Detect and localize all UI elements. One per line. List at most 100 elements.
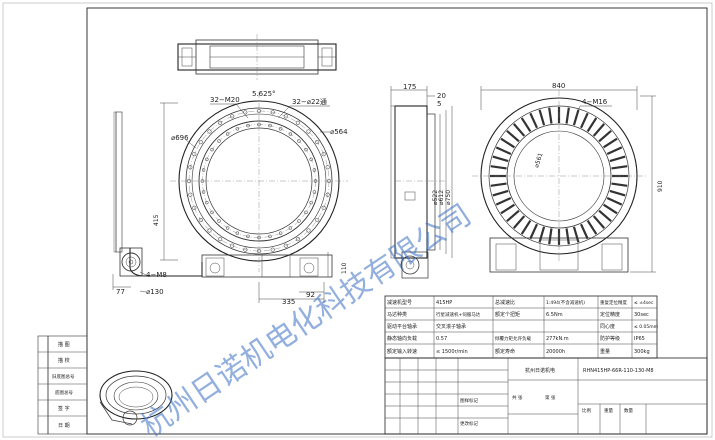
spec-r2-v3: ≤ 0.05mm xyxy=(634,324,658,330)
dim-5: 5 xyxy=(437,100,441,108)
spec-r1-v3: 30sec xyxy=(634,312,649,318)
outer-bolt-hole xyxy=(207,129,212,134)
spec-r0-l3: 重复定位精度 xyxy=(600,299,627,306)
ring-tooth xyxy=(611,182,628,187)
ring-tooth xyxy=(520,117,532,133)
ring-tooth xyxy=(490,182,507,187)
inner-bolt-hole xyxy=(278,231,283,235)
inner-bolt-hole xyxy=(288,132,293,136)
dim-4-m16: 4−M16 xyxy=(582,98,608,106)
inner-bolt-hole xyxy=(268,234,272,239)
side-view: 175 20 5 ⌀522 ⌀612 ⌀750 xyxy=(390,83,453,279)
ring-tooth xyxy=(572,226,580,243)
inner-bolt-hole xyxy=(225,226,230,230)
spec-r4-v2: 20000h xyxy=(546,349,565,355)
spec-r3-v2: 277kN.m xyxy=(546,336,569,342)
inner-bolt-hole xyxy=(297,139,301,143)
tb-label-5: 图样标记 xyxy=(460,397,478,404)
outer-bolt-hole xyxy=(306,228,311,233)
tb-label-0: 共 张 xyxy=(512,394,523,401)
inner-bolt-hole xyxy=(235,127,240,131)
spec-r3-v3: IP65 xyxy=(634,336,645,342)
tb-label-1: 第 张 xyxy=(545,394,556,401)
spec-r1-l2: 额定个扭矩 xyxy=(495,311,520,318)
ring-tooth xyxy=(490,165,507,170)
dim-415: 415 xyxy=(153,214,160,226)
outer-bolt-hole xyxy=(188,165,193,170)
spec-r0-v1: 415HP xyxy=(436,300,452,306)
ring-tooth xyxy=(609,155,626,163)
outer-bolt-hole xyxy=(243,110,248,115)
spec-r3-l2: 倾覆力矩允许负载 xyxy=(495,335,531,342)
ring-tooth xyxy=(529,223,538,240)
spec-r2-l1: 驱动平台轴承 xyxy=(387,323,417,330)
ring-tooth xyxy=(548,228,553,245)
ring-tooth xyxy=(495,146,512,155)
ring-tooth xyxy=(538,109,546,126)
inner-bolt-hole xyxy=(288,226,293,230)
spec-r4-l1: 额定输入转速 xyxy=(387,348,417,355)
outer-bolt-hole xyxy=(325,192,330,197)
inner-bolt-hole xyxy=(201,190,206,194)
spec-r1-v2: 6.5Nm xyxy=(546,312,563,318)
spec-r2-v1: 交叉滚子轴承 xyxy=(436,323,466,330)
dim-77: 77 xyxy=(116,288,125,296)
inner-bolt-hole xyxy=(278,127,283,131)
ring-tooth xyxy=(538,226,546,243)
outer-bolt-hole xyxy=(198,217,203,222)
outer-bolt-hole xyxy=(218,120,223,125)
spec-r1-l1: 马达种类 xyxy=(387,311,407,318)
outer-bolt-hole xyxy=(315,140,320,145)
dim-92: 92 xyxy=(306,291,315,299)
dim-32-d22: 32−⌀22通 xyxy=(292,97,327,106)
inner-bolt-hole xyxy=(297,219,301,223)
inner-bolt-hole xyxy=(268,123,272,128)
inner-bolt-hole xyxy=(205,157,209,162)
ring-tooth xyxy=(586,219,598,235)
ring-tooth xyxy=(565,228,570,245)
outer-bolt-hole xyxy=(325,165,330,170)
ring-tooth xyxy=(609,189,626,197)
spec-r0-v3: ≤ ±4sec xyxy=(634,300,654,306)
dim-d522: ⌀522 xyxy=(432,190,439,205)
dim-d130: ⌀130 xyxy=(146,288,164,296)
spec-r4-l2: 额定寿命 xyxy=(495,348,515,355)
dim-angle: 5.625° xyxy=(252,90,276,98)
ring-tooth xyxy=(602,203,618,215)
title-block: 杭州日诺机电 RHN415HP-66R-110-130-M8 共 张 第 张 比… xyxy=(384,357,708,435)
dim-20: 20 xyxy=(437,92,446,100)
outer-bolt-hole xyxy=(270,110,275,115)
inner-bolt-hole xyxy=(210,147,214,152)
tb-company-stamp: 杭州日诺机电 xyxy=(525,367,555,374)
ring-tooth xyxy=(602,137,618,149)
watermark-text: 杭州日诺机电化科技有限公司 xyxy=(135,198,478,440)
outer-bolt-hole xyxy=(321,152,326,157)
ring-tooth xyxy=(611,165,628,170)
ring-tooth xyxy=(580,223,589,240)
outer-bolt-hole xyxy=(315,217,320,222)
ring-tooth xyxy=(598,129,612,143)
outer-bolt-hole xyxy=(192,205,197,210)
lt-label-1: 描 校 xyxy=(58,357,70,364)
ring-tooth xyxy=(592,215,606,229)
outer-bolt-hole xyxy=(198,140,203,145)
spec-r3-l1: 静态轴向负载 xyxy=(387,335,417,342)
spec-r1-v1: 行星减速机+伺服马达 xyxy=(436,311,481,318)
inner-bolt-hole xyxy=(309,200,313,205)
ring-tooth xyxy=(492,155,509,163)
inner-bolt-hole xyxy=(210,210,214,215)
ring-tooth xyxy=(580,112,589,129)
ring-tooth xyxy=(606,197,623,206)
ring-tooth xyxy=(500,137,516,149)
inner-bolt-hole xyxy=(217,219,221,223)
inner-bolt-hole xyxy=(205,200,209,205)
outer-bolt-hole xyxy=(230,114,235,119)
lt-label-0: 描 图 xyxy=(58,341,70,348)
right-view: 840 4−M16 ⌀561 910 xyxy=(472,82,664,273)
outer-bolt-hole xyxy=(243,247,248,252)
outer-bolt-hole xyxy=(295,237,300,242)
spec-r0-l2: 总减速比 xyxy=(495,299,515,306)
dim-110: 110 xyxy=(341,262,348,274)
ring-tooth xyxy=(512,123,526,137)
